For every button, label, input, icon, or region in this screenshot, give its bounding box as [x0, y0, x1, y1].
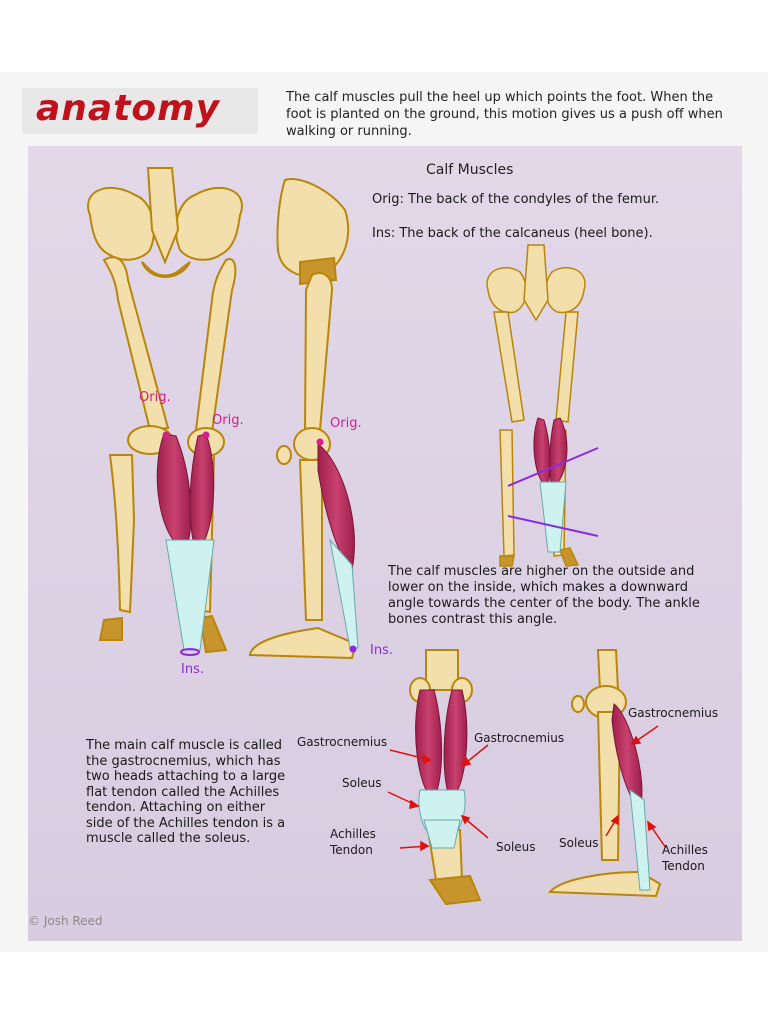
- side-view-leg: [248, 178, 358, 660]
- front-origin-marker-left: [162, 431, 170, 439]
- side-insertion-marker: [349, 645, 357, 653]
- angle-description: The calf muscles are higher on the outsi…: [388, 564, 700, 627]
- front-orig-label-right: Orig.: [212, 413, 244, 428]
- gastrocnemius-description: The main calf muscle is called the gastr…: [86, 738, 286, 846]
- front-insertion-marker: [180, 648, 200, 656]
- label-soleus-2: Soleus: [496, 840, 536, 854]
- front-origin-marker-right: [202, 431, 210, 439]
- front-view-legs: [87, 167, 243, 654]
- label-arrows: [387, 725, 667, 852]
- label-gastrocnemius-1: Gastrocnemius: [297, 735, 388, 749]
- origin-description: Orig: The back of the condyles of the fe…: [372, 192, 660, 207]
- bottom-side-detail: [547, 649, 662, 898]
- label-gastrocnemius-2: Gastrocnemius: [474, 731, 565, 745]
- side-orig-label: Orig.: [330, 416, 362, 431]
- copyright: © Josh Reed: [28, 914, 103, 928]
- muscle-angle-line: [507, 447, 599, 487]
- ankle-angle-line: [507, 515, 599, 537]
- label-achilles-1b: Tendon: [330, 843, 373, 857]
- label-achilles-2a: Achilles: [662, 843, 708, 857]
- intro-text: The calf muscles pull the heel up which …: [286, 90, 723, 139]
- front-ins-label: Ins.: [181, 662, 204, 677]
- panel-title: Calf Muscles: [426, 162, 514, 178]
- logo-box: [22, 88, 258, 134]
- bottom-side-muscles: [611, 703, 651, 891]
- front-orig-label-left: Orig.: [139, 390, 171, 405]
- small-front-calf-muscles: [533, 417, 568, 553]
- label-achilles-2b: Tendon: [662, 859, 705, 873]
- bottom-front-muscles: [415, 689, 468, 849]
- label-gastrocnemius-3: Gastrocnemius: [628, 706, 719, 720]
- side-calf-muscles: [317, 443, 359, 649]
- side-ins-label: Ins.: [370, 643, 393, 658]
- label-achilles-1a: Achilles: [330, 827, 376, 841]
- insertion-description: Ins: The back of the calcaneus (heel bon…: [372, 226, 653, 241]
- small-front-view: [486, 244, 586, 567]
- illustration-panel: [28, 146, 742, 941]
- front-calf-muscles: [156, 433, 215, 651]
- anatomy-logo: anatomy: [36, 88, 221, 129]
- label-soleus-3: Soleus: [559, 836, 599, 850]
- label-soleus-1: Soleus: [342, 776, 382, 790]
- side-origin-marker: [316, 438, 324, 446]
